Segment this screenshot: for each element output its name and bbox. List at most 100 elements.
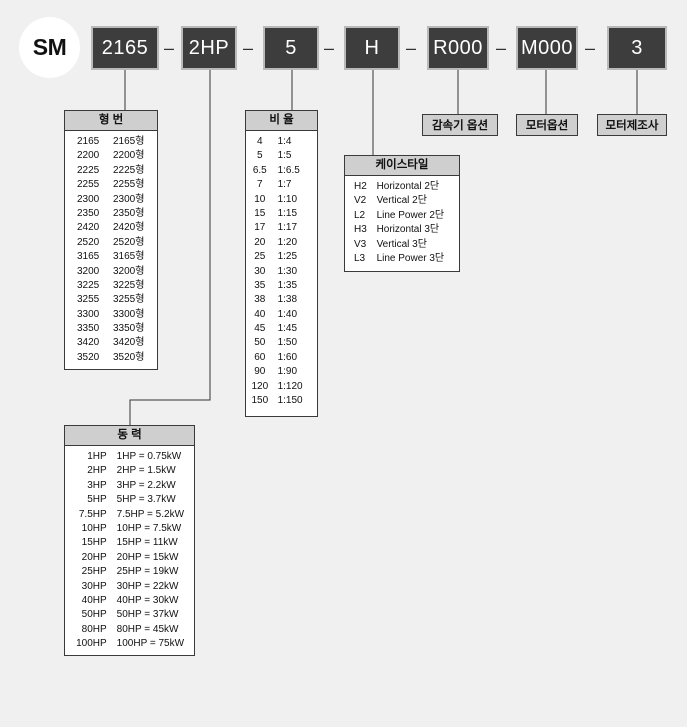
- cell-code: 2255: [77, 179, 100, 191]
- reducer-option-label: 감속기 옵션: [422, 114, 498, 136]
- cell-code: V3: [354, 238, 367, 250]
- cell-code: 2520: [77, 236, 100, 248]
- cell-code: 40: [254, 308, 266, 320]
- table-row: 3225 3225형: [65, 279, 157, 293]
- cell-value: 20HP = 15kW: [116, 551, 179, 563]
- cell-value: 3HP = 2.2kW: [116, 479, 176, 491]
- table-row: 2420 2420형: [65, 221, 157, 235]
- ratio-table-title: 비 율: [246, 111, 317, 131]
- cell-code: 3255: [77, 294, 100, 306]
- cell-code: 7: [257, 179, 263, 191]
- code-motor-option: M000: [516, 26, 578, 70]
- cell-code: 80HP: [81, 623, 107, 635]
- cell-code: 3200: [77, 265, 100, 277]
- cell-value: 3225형: [113, 279, 145, 291]
- cell-value: 80HP = 45kW: [116, 623, 179, 635]
- cell-code: 3520: [77, 351, 100, 363]
- cell-code: 3420: [77, 337, 100, 349]
- code-power: 2HP: [181, 26, 237, 70]
- cell-code: 10HP: [81, 522, 107, 534]
- cell-value: 1:17: [277, 222, 298, 234]
- cell-code: L3: [354, 252, 366, 264]
- cell-code: H2: [354, 181, 367, 192]
- cell-code: 60: [254, 351, 266, 363]
- code-frame: 2165: [91, 26, 159, 70]
- cell-code: L2: [354, 209, 366, 221]
- cell-code: 20HP: [81, 551, 107, 563]
- connector-power: [129, 70, 211, 425]
- cell-value: 3300형: [113, 308, 145, 320]
- cell-code: 50HP: [81, 609, 107, 621]
- cell-code: 2420: [77, 222, 100, 234]
- cell-value: 40HP = 30kW: [116, 594, 179, 606]
- cell-value: 1:50: [277, 337, 298, 349]
- cell-value: 2255형: [113, 179, 145, 191]
- cell-value: 100HP = 75kW: [116, 638, 185, 650]
- cell-value: 1:120: [277, 380, 303, 392]
- cell-value: 1HP = 0.75kW: [116, 451, 182, 462]
- cell-value: 1:60: [277, 351, 298, 363]
- brand-badge: SM: [19, 17, 80, 78]
- cell-value: 1:30: [277, 265, 298, 277]
- cell-code: 17: [254, 222, 266, 234]
- cell-value: 2420형: [113, 222, 145, 234]
- cell-code: 30HP: [81, 580, 107, 592]
- cell-code: 3225: [77, 279, 100, 291]
- separator: –: [324, 38, 335, 58]
- frame-table-title: 형 번: [65, 111, 157, 131]
- power-table-title: 동 력: [65, 426, 194, 446]
- cell-value: 2200형: [113, 150, 145, 162]
- cell-code: 10: [254, 193, 266, 205]
- cell-code: 1HP: [87, 451, 107, 462]
- cell-code: 5: [257, 150, 263, 162]
- separator: –: [243, 38, 254, 58]
- table-row: 60 1:60: [246, 351, 317, 365]
- cell-value: 2520형: [113, 236, 145, 248]
- cell-code: 90: [254, 366, 266, 378]
- cell-code: 2165: [77, 136, 100, 147]
- cell-value: 1:15: [277, 207, 298, 219]
- cell-value: 30HP = 22kW: [116, 580, 179, 592]
- cell-value: 50HP = 37kW: [116, 609, 179, 621]
- cell-code: 2HP: [87, 465, 107, 477]
- cell-code: 20: [254, 236, 266, 248]
- table-row: 30HP 30HP = 22kW: [65, 580, 194, 594]
- case-style-table-title: 케이스타일: [345, 156, 459, 176]
- cell-code: 7.5HP: [78, 508, 107, 520]
- cell-code: V2: [354, 195, 367, 207]
- cell-code: 35: [254, 279, 266, 291]
